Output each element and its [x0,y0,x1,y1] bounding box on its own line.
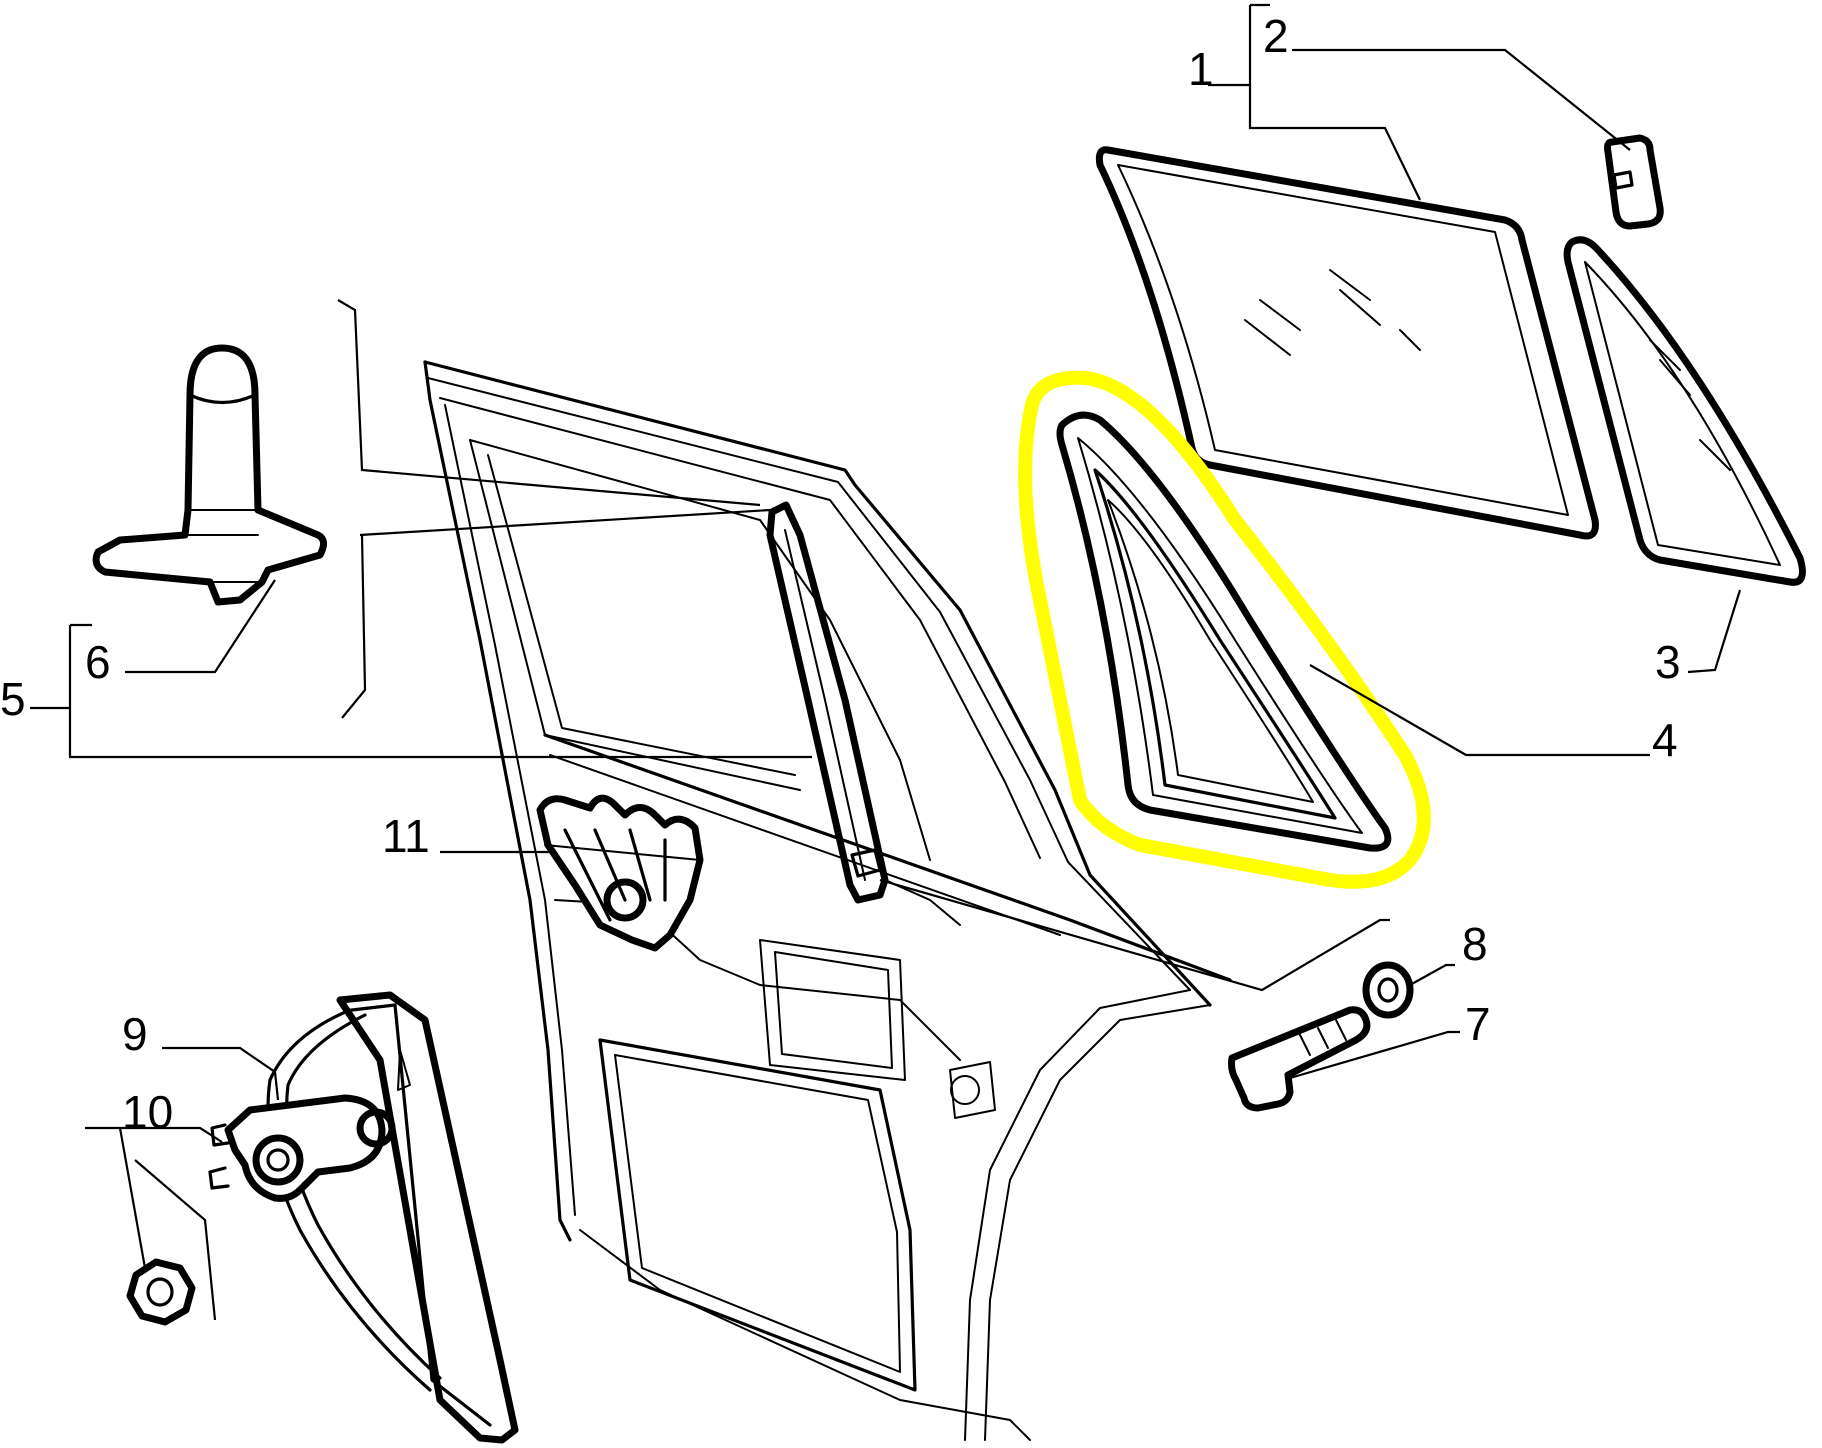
part-11-bracket [536,794,704,952]
leader-7 [1289,1030,1460,1080]
leader-3 [1687,589,1742,674]
part-7-bolt [1228,1006,1371,1112]
leader-seal-lower [879,878,1390,992]
part-6-bumper [92,344,327,606]
leader-group-1 [1208,3,1631,201]
callout-10: 10 [122,1086,173,1138]
callout-3: 3 [1655,636,1681,688]
part-5-window-channel [766,501,961,926]
leader-group-5 [30,299,812,759]
leader-8 [1409,963,1455,986]
part-1-door-glass [1095,146,1599,540]
leader-9 [162,1046,280,1101]
part-3-quarter-glass [1563,236,1806,586]
callout-9: 9 [122,1008,148,1060]
part-2-glass-clip [1604,134,1664,230]
leader-10-extra [134,1159,217,1321]
leader-4 [1309,664,1650,757]
callout-8: 8 [1462,918,1488,970]
part-8-washer [1362,961,1414,1019]
callout-4: 4 [1652,714,1678,766]
callout-6: 6 [85,636,111,688]
callout-1: 1 [1188,43,1214,95]
callout-2: 2 [1263,10,1289,62]
callout-5: 5 [0,673,26,725]
part-9-window-regulator [208,991,519,1444]
highlight-circle [1018,370,1431,889]
callout-7: 7 [1465,998,1491,1050]
leader-10 [85,1126,223,1269]
callout-11: 11 [382,810,430,862]
part-10-nut [126,1258,196,1326]
part-4-quarter-seal [1056,411,1392,852]
